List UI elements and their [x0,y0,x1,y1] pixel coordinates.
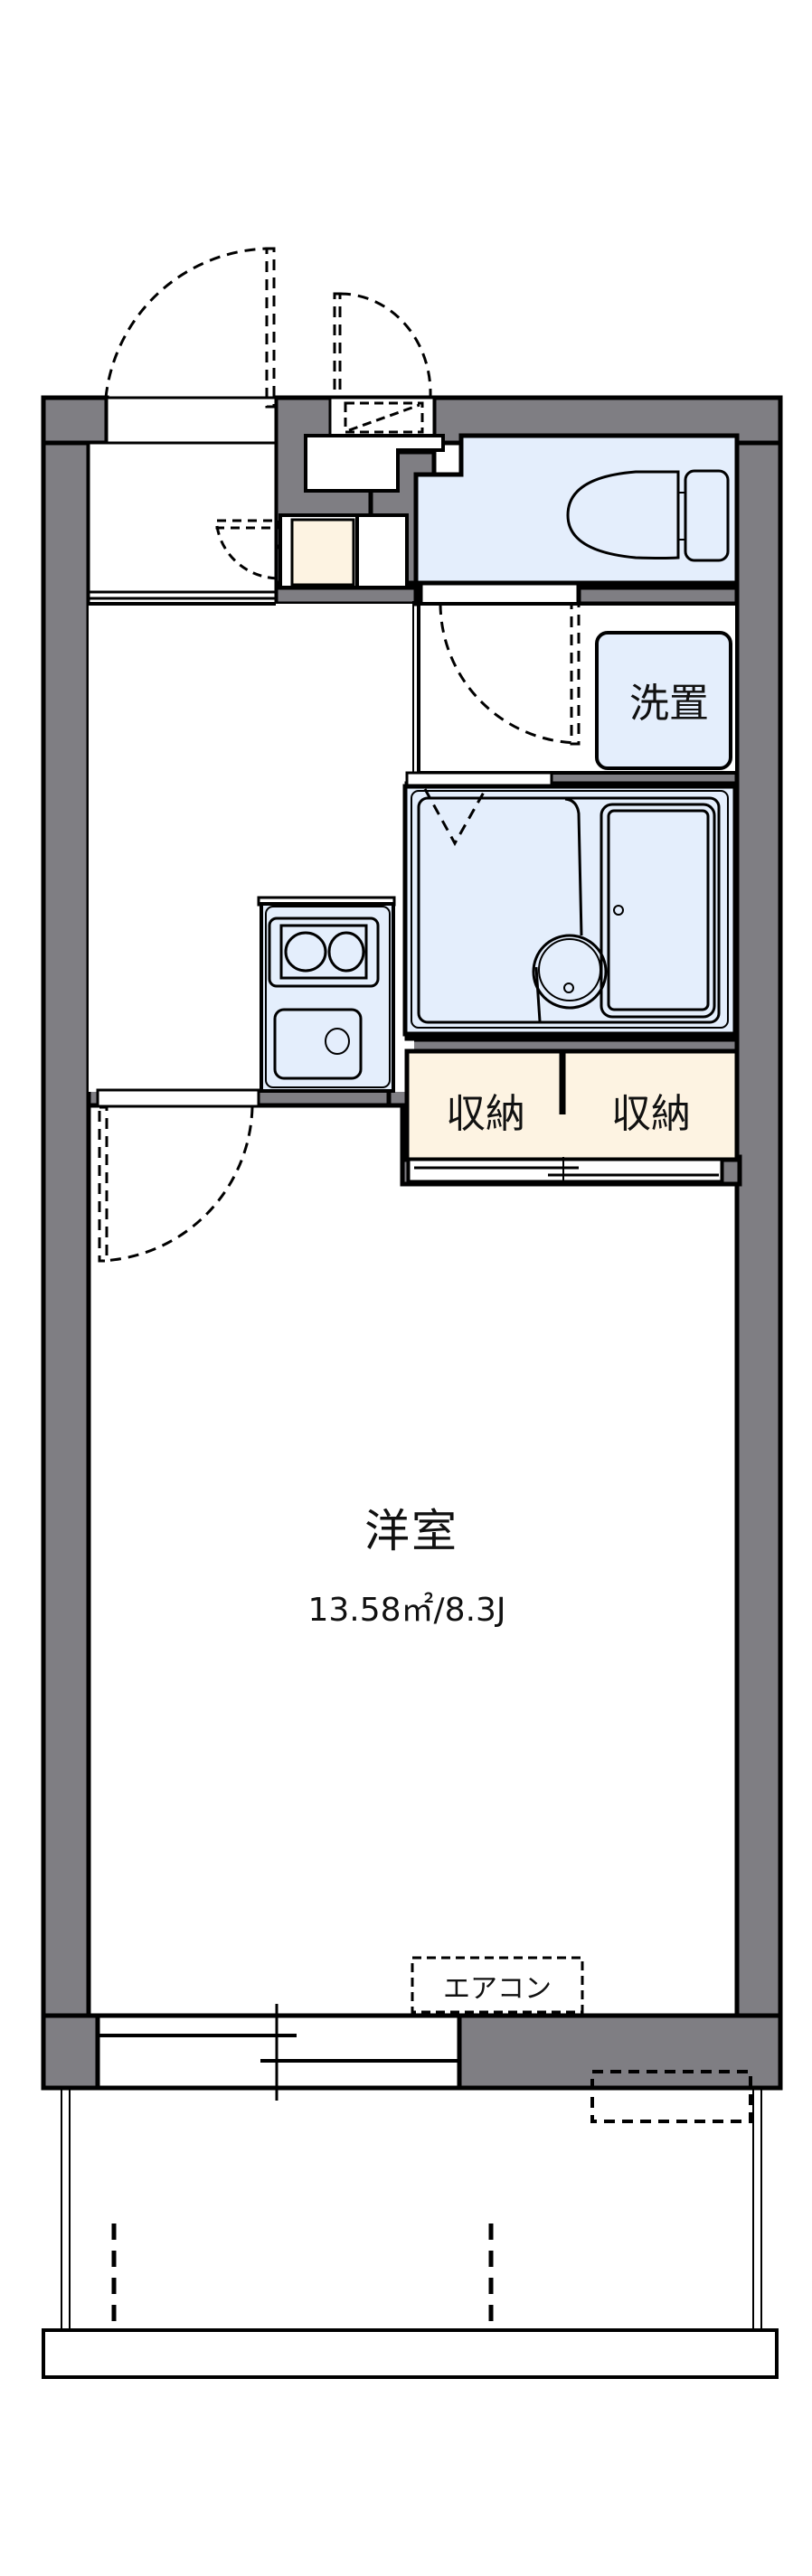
bathroom [402,771,740,1041]
washer-space [595,631,732,770]
main-room-area: 13.58㎡/8.3J [307,1592,506,1629]
shoe-cabinet-door-swing [215,519,281,580]
storage-left-label: 収納 [446,1091,525,1137]
washer-label: 洗置 [629,681,709,727]
air-conditioner-label: エアコン [443,1973,552,2005]
washroom [417,602,739,775]
meter-box-door-swing [333,292,432,397]
toilet-room [413,433,740,586]
main-room [86,1088,740,2101]
meter-closet [304,434,445,493]
outdoor-unit-box [590,2070,752,2123]
storage-closets [404,1048,740,1189]
air-conditioner-box [411,1956,584,2014]
front-door-swing [104,247,276,409]
balcony [42,2070,779,2379]
exterior-walls [41,395,783,2091]
storage-right-label: 収納 [611,1091,691,1137]
entrance [87,396,278,625]
meter-box [328,396,436,440]
shoe-cabinet [279,513,409,589]
main-room-label: 洋室 [364,1505,458,1557]
kitchen-unit [257,896,396,1093]
